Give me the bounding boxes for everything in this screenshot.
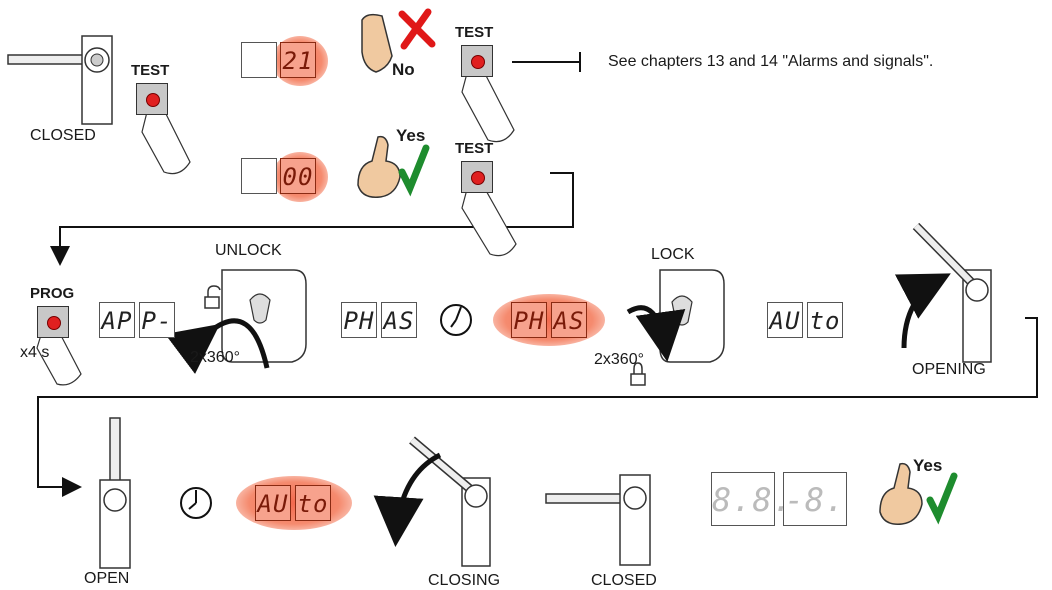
test-button-3[interactable] xyxy=(461,161,493,193)
thumb-up-icon-1 xyxy=(357,135,401,198)
display-digit: AP xyxy=(99,302,135,338)
barrier-open-icon xyxy=(99,417,131,569)
button-dot-icon xyxy=(47,316,61,330)
label-no: No xyxy=(392,60,415,79)
label-test-3: TEST xyxy=(455,140,494,157)
label-yes-1: Yes xyxy=(396,126,426,145)
label-x4s: x4 s xyxy=(20,344,50,361)
display-glow xyxy=(236,476,352,530)
label-lock: LOCK xyxy=(651,246,695,263)
label-see-chapters: See chapters 13 and 14 "Alarms and signa… xyxy=(608,53,934,70)
barrier-opening-icon xyxy=(912,222,992,363)
display-digit: 00 xyxy=(280,158,316,194)
prog-button[interactable] xyxy=(37,306,69,338)
display-digit: AS xyxy=(381,302,417,338)
label-test-2: TEST xyxy=(455,24,494,41)
barrier-closed-top-icon xyxy=(7,35,113,125)
rotate-arrow-lock xyxy=(626,305,686,362)
button-dot-icon xyxy=(471,55,485,69)
display-digit xyxy=(241,42,277,78)
connector-opening-to-open xyxy=(37,317,1038,497)
thumb-down-icon xyxy=(361,13,393,73)
thumb-up-icon-2 xyxy=(879,462,923,525)
unlock-device-icon xyxy=(221,269,307,363)
no-cross-icon xyxy=(398,8,436,50)
rotate-arrow-unlock xyxy=(164,318,270,374)
lock-device-icon xyxy=(659,269,725,363)
display-glow xyxy=(493,294,605,346)
test-button-1[interactable] xyxy=(136,83,168,115)
lock-padlock-icon xyxy=(630,362,646,386)
opening-arrow xyxy=(894,273,951,349)
closing-arrow xyxy=(373,452,442,547)
label-closed-top: CLOSED xyxy=(30,127,96,144)
label-open: OPEN xyxy=(84,570,130,587)
label-closed-bottom: CLOSED xyxy=(591,572,657,589)
clock-icon-2 xyxy=(180,487,212,519)
label-yes-2: Yes xyxy=(913,456,943,475)
barrier-closed-bottom-icon xyxy=(545,474,651,566)
display-digit: PH xyxy=(341,302,377,338)
label-rotation-1: 2x360° xyxy=(190,349,240,366)
display-digit: AU xyxy=(767,302,803,338)
display-digit: AU xyxy=(255,485,291,521)
display-digit: -8. xyxy=(783,472,847,526)
label-test-1: TEST xyxy=(131,62,170,79)
yes-check-icon-2 xyxy=(926,472,958,525)
label-rotation-2: 2x360° xyxy=(594,351,644,368)
label-closing: CLOSING xyxy=(428,572,501,589)
display-digit: 21 xyxy=(280,42,316,78)
unlock-padlock-icon xyxy=(204,285,221,309)
display-digit: 8.8. xyxy=(711,472,792,526)
display-digit: to xyxy=(295,485,331,521)
button-dot-icon xyxy=(471,171,485,185)
test-button-2[interactable] xyxy=(461,45,493,77)
display-digit: P- xyxy=(139,302,175,338)
display-digit: AS xyxy=(551,302,587,338)
label-unlock: UNLOCK xyxy=(215,242,282,259)
yes-check-icon-1 xyxy=(398,144,430,197)
display-digit: PH xyxy=(511,302,547,338)
display-digit: to xyxy=(807,302,843,338)
label-prog: PROG xyxy=(30,285,75,302)
barrier-closing-icon xyxy=(409,436,491,567)
label-opening: OPENING xyxy=(912,361,986,378)
connector-yes-to-prog xyxy=(50,172,574,266)
display-digit xyxy=(241,158,277,194)
button-dot-icon xyxy=(146,93,160,107)
clock-icon-1 xyxy=(440,304,472,336)
